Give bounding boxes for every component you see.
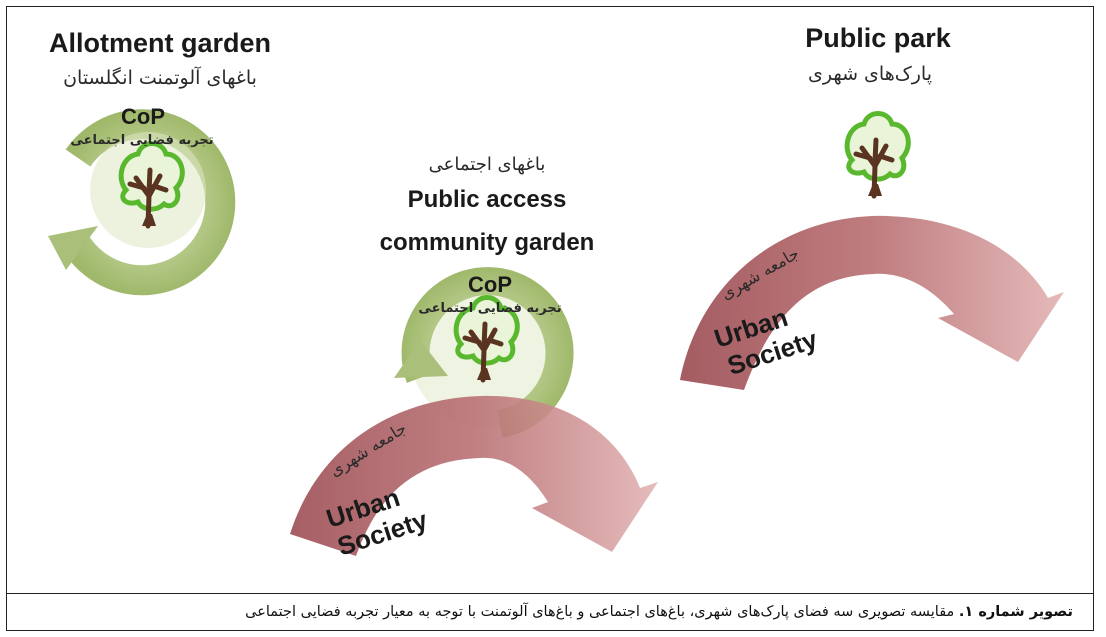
caption-bar: تصویر شماره ۱. مقایسه تصویری سه فضای پار… (6, 594, 1094, 631)
allotment-title: Allotment garden (49, 28, 271, 58)
allotment-cop: CoP (121, 104, 165, 129)
community-title-line2: community garden (380, 229, 595, 256)
diagram-canvas: Allotment garden باغهای آلوتمنت انگلستان… (48, 23, 1064, 562)
park-title-fa: پارک‌های شهری (808, 63, 932, 85)
community-cop-fa: تجربه فضایی اجتماعی (418, 301, 561, 316)
park-tree-icon (847, 114, 908, 197)
caption-label: تصویر شماره ۱. (958, 604, 1073, 620)
community-arrow (290, 395, 658, 556)
allotment-cop-fa: تجربه فضایی اجتماعی (70, 133, 213, 148)
figure-caption: تصویر شماره ۱. مقایسه تصویری سه فضای پار… (245, 604, 1073, 620)
community-title-fa: باغهای اجتماعی (429, 154, 546, 175)
allotment-title-fa: باغهای آلوتمنت انگلستان (63, 65, 257, 89)
caption-text: مقایسه تصویری سه فضای پارک‌های شهری، باغ… (245, 604, 959, 620)
figure-frame (6, 6, 1094, 594)
park-title: Public park (805, 23, 952, 53)
community-cop: CoP (468, 272, 512, 297)
community-title-line1: Public access (408, 186, 567, 213)
park-arrow (680, 215, 1064, 390)
